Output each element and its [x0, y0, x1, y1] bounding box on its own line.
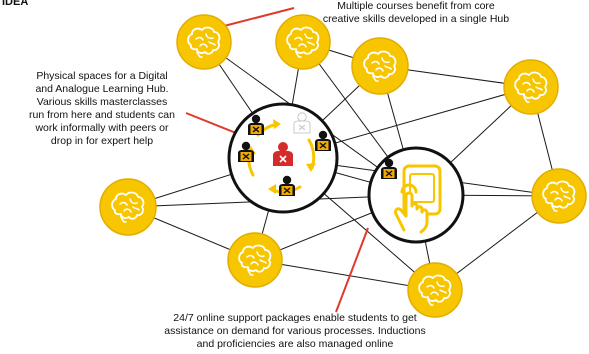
course-node	[227, 232, 283, 288]
course-node	[407, 262, 463, 318]
pointer-bottom	[335, 227, 369, 313]
course-node	[503, 59, 559, 115]
pointer-top	[223, 7, 295, 27]
page-title: IDEA	[2, 0, 29, 8]
connection-line	[254, 259, 436, 291]
course-node	[99, 178, 157, 236]
online-hub-node	[367, 146, 465, 244]
touch-tablet-icon	[394, 164, 442, 234]
pointer-left	[185, 112, 237, 134]
callout-physical-spaces: Physical spaces for a Digital and Analog…	[29, 70, 175, 147]
callout-online-support: 24/7 online support packages enable stud…	[164, 312, 426, 350]
course-node	[275, 14, 331, 70]
physical-hub-node	[227, 102, 339, 214]
callout-multiple-courses: Multiple courses benefit from core creat…	[322, 0, 510, 25]
course-node	[531, 168, 587, 224]
course-node	[351, 37, 409, 95]
course-node	[176, 14, 232, 70]
callout-pointers	[185, 7, 369, 313]
